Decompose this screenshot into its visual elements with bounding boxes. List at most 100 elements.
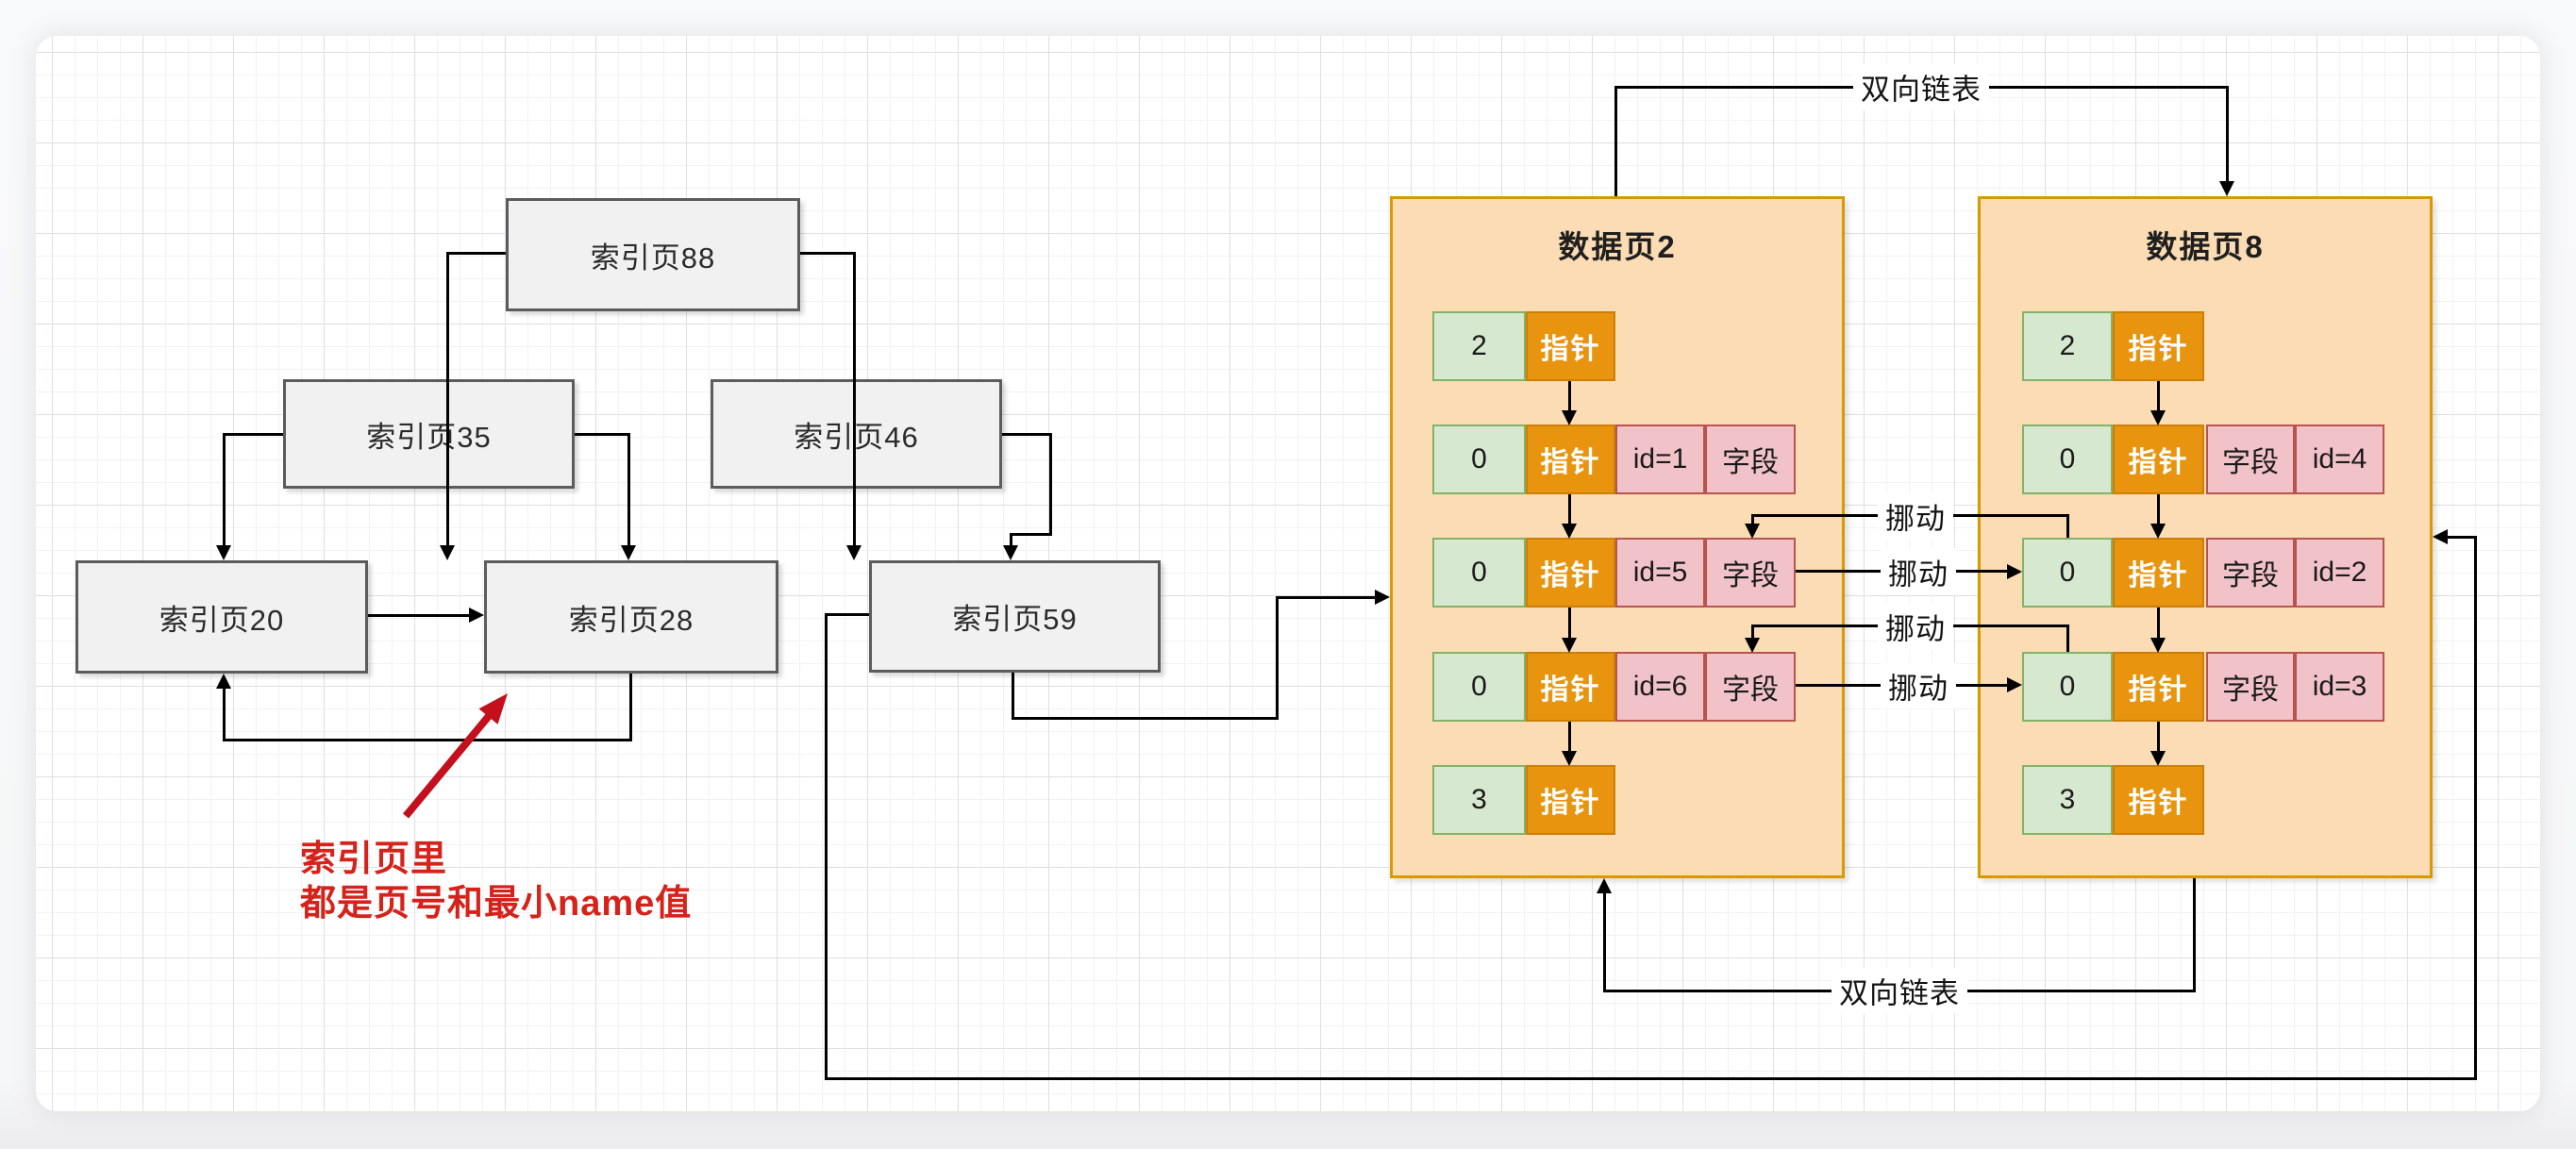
connector-segment bbox=[1010, 533, 1012, 547]
connector-segment bbox=[446, 252, 449, 547]
index-page-label: 索引页88 bbox=[590, 241, 716, 275]
cell-text: 0 bbox=[2059, 443, 2076, 475]
cell-text: id=4 bbox=[2312, 443, 2367, 475]
cell-text: 字段 bbox=[2222, 674, 2279, 706]
connector-segment bbox=[223, 687, 226, 741]
arrowhead-down-icon bbox=[440, 545, 455, 560]
arrowhead-down-icon bbox=[2150, 410, 2166, 425]
page8-r4-pointer-cell: 指针 bbox=[2113, 765, 2204, 835]
connector-segment bbox=[853, 252, 856, 547]
cell-text: id=5 bbox=[1632, 557, 1688, 588]
arrowhead-down-icon bbox=[216, 545, 231, 560]
page8-r1-num-cell: 0 bbox=[2022, 425, 2113, 494]
cell-text: 指针 bbox=[1540, 674, 1601, 706]
page2-r3-id-cell: id=6 bbox=[1615, 652, 1705, 722]
page8-r0-num-cell: 2 bbox=[2022, 311, 2113, 381]
connector-segment bbox=[1614, 87, 1617, 196]
cell-text: id=3 bbox=[2312, 671, 2367, 702]
cell-text: 字段 bbox=[2222, 447, 2279, 478]
cell-text: 字段 bbox=[1722, 560, 1779, 591]
connector-segment bbox=[2157, 722, 2160, 753]
page2-r1-id-cell: id=1 bbox=[1615, 425, 1705, 494]
arrowhead-right-icon bbox=[2007, 564, 2022, 579]
arrowhead-down-icon bbox=[2150, 638, 2166, 653]
connector-segment bbox=[629, 674, 632, 741]
page2-r3-pointer-cell: 指针 bbox=[1526, 652, 1615, 722]
page2-r2-pointer-cell: 指针 bbox=[1526, 538, 1615, 608]
move-label-2: 挪动 bbox=[1881, 548, 1956, 595]
connector-segment bbox=[2157, 381, 2160, 412]
cell-text: id=6 bbox=[1632, 671, 1688, 702]
arrowhead-down-icon bbox=[1745, 638, 1760, 653]
connector-segment bbox=[1568, 608, 1571, 640]
connector-segment bbox=[2226, 86, 2229, 181]
connector-segment bbox=[1049, 433, 1052, 536]
connector-segment bbox=[2157, 494, 2160, 525]
page2-r2-num-cell: 0 bbox=[1432, 538, 1526, 608]
move-label-1: 挪动 bbox=[1878, 492, 1953, 540]
connector-segment bbox=[2157, 608, 2160, 640]
connector-segment bbox=[2193, 878, 2196, 992]
arrowhead-down-icon bbox=[1562, 524, 1577, 539]
cell-text: 指针 bbox=[2128, 788, 2189, 819]
cell-text: 字段 bbox=[1722, 447, 1779, 478]
connector-segment bbox=[2474, 537, 2477, 1080]
top-link-label: 双向链表 bbox=[1853, 63, 1989, 110]
page2-r1-pointer-cell: 指针 bbox=[1526, 425, 1615, 494]
connector-segment bbox=[223, 433, 283, 436]
connector-segment bbox=[1568, 722, 1571, 753]
arrowhead-down-icon bbox=[1745, 524, 1760, 539]
page2-r4-num-cell: 3 bbox=[1432, 765, 1526, 835]
data-page-2: 数据页2 bbox=[1390, 196, 1845, 878]
connector-segment bbox=[2448, 536, 2477, 539]
page2-r0-pointer-cell: 指针 bbox=[1526, 311, 1615, 381]
connector-segment bbox=[627, 433, 630, 547]
connector-segment bbox=[446, 252, 506, 255]
cell-text: id=2 bbox=[2312, 557, 2367, 588]
cell-text: 指针 bbox=[2128, 447, 2189, 478]
bottom-link-label: 双向链表 bbox=[1832, 967, 1967, 1014]
cell-text: 3 bbox=[2059, 784, 2076, 815]
connector-segment bbox=[1012, 673, 1014, 720]
page8-r1-field-cell: 字段 bbox=[2206, 425, 2295, 494]
page2-r2-id-cell: id=5 bbox=[1615, 538, 1705, 608]
cell-text: 0 bbox=[2059, 671, 2076, 702]
connector-segment bbox=[223, 433, 226, 547]
connector-segment bbox=[1568, 494, 1571, 525]
arrowhead-down-icon bbox=[1562, 410, 1577, 425]
cell-text: 指针 bbox=[1540, 560, 1601, 591]
arrowhead-left-icon bbox=[2433, 529, 2448, 544]
arrowhead-down-icon bbox=[846, 545, 861, 560]
data-page-8: 数据页8 bbox=[1978, 196, 2433, 878]
page2-r3-num-cell: 0 bbox=[1432, 652, 1526, 722]
move-label-3: 挪动 bbox=[1878, 603, 1953, 650]
page2-r3-field-cell: 字段 bbox=[1705, 652, 1796, 722]
cell-text: 指针 bbox=[2128, 560, 2189, 591]
connector-segment bbox=[825, 613, 869, 616]
connector-segment bbox=[1603, 891, 1606, 991]
connector-segment bbox=[1012, 717, 1279, 720]
page8-r2-pointer-cell: 指针 bbox=[2113, 538, 2204, 608]
index-page-59: 索引页59 bbox=[869, 560, 1161, 673]
page8-r2-field-cell: 字段 bbox=[2206, 538, 2295, 608]
connector-segment bbox=[1010, 533, 1052, 536]
index-page-28: 索引页28 bbox=[484, 560, 778, 674]
connector-segment bbox=[825, 613, 828, 1080]
page8-r1-id-cell: id=4 bbox=[2295, 425, 2384, 494]
cell-text: 3 bbox=[1471, 784, 1487, 815]
cell-text: 指针 bbox=[2128, 674, 2189, 706]
connector-segment bbox=[1002, 433, 1052, 436]
index-page-20: 索引页20 bbox=[75, 560, 368, 674]
arrowhead-right-icon bbox=[1375, 590, 1390, 605]
page2-r1-field-cell: 字段 bbox=[1705, 425, 1796, 494]
connector-segment bbox=[575, 433, 630, 436]
data-page-title: 数据页2 bbox=[1558, 229, 1677, 264]
page8-r1-pointer-cell: 指针 bbox=[2113, 425, 2204, 494]
arrowhead-right-icon bbox=[469, 608, 484, 623]
index-page-label: 索引页59 bbox=[952, 603, 1078, 636]
annotation-line-2: 都是页号和最小name值 bbox=[300, 884, 693, 924]
cell-text: 0 bbox=[1471, 443, 1487, 475]
page8-r2-num-cell: 0 bbox=[2022, 538, 2113, 608]
connector-segment bbox=[223, 739, 632, 741]
